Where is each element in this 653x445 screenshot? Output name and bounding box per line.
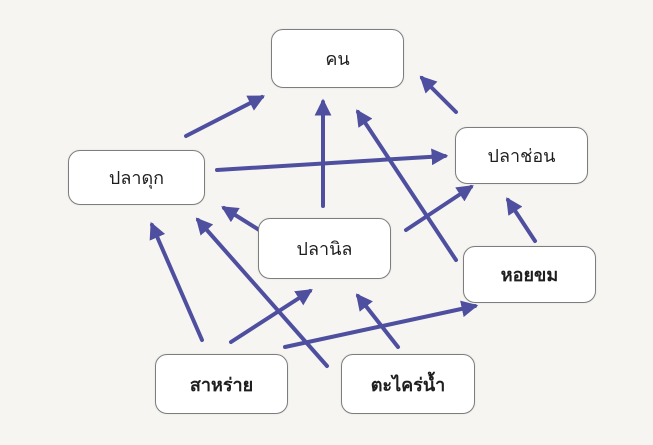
arrow-hoisom-to-khon [356, 109, 458, 262]
node-takrai: ตะไคร่น้ำ [341, 354, 475, 414]
node-hoisom-label: หอยขม [500, 265, 559, 286]
food-web-arrows [149, 75, 537, 368]
arrow-sarai-to-planil [229, 289, 313, 344]
node-pladuk: ปลาดุก [68, 150, 205, 205]
node-pladuk-label: ปลาดุก [108, 168, 165, 189]
arrow-sarai-to-pladuk [149, 221, 204, 342]
arrow-pladuk-to-khon [184, 95, 265, 138]
node-sarai-label: สาหร่าย [189, 374, 254, 396]
arrow-pladuk-to-plachon [215, 148, 449, 172]
node-planil-label: ปลานิล [296, 239, 353, 260]
arrow-takrai-to-planil [355, 293, 400, 349]
node-plachon: ปลาช่อน [455, 127, 588, 184]
node-khon-label: คน [325, 49, 350, 70]
node-sarai: สาหร่าย [155, 354, 288, 414]
node-planil: ปลานิล [258, 218, 391, 279]
arrow-sarai-to-hoisom [283, 300, 479, 349]
node-takrai-label: ตะไคร่น้ำ [370, 374, 446, 396]
node-plachon-label: ปลาช่อน [487, 146, 556, 167]
arrow-plachon-to-khon [419, 75, 458, 114]
arrow-planil-to-plachon [404, 185, 474, 232]
node-khon: คน [271, 29, 404, 88]
arrow-planil-to-pladuk [221, 206, 266, 235]
arrow-hoisom-to-plachon [506, 197, 537, 243]
node-hoisom: หอยขม [463, 246, 596, 303]
